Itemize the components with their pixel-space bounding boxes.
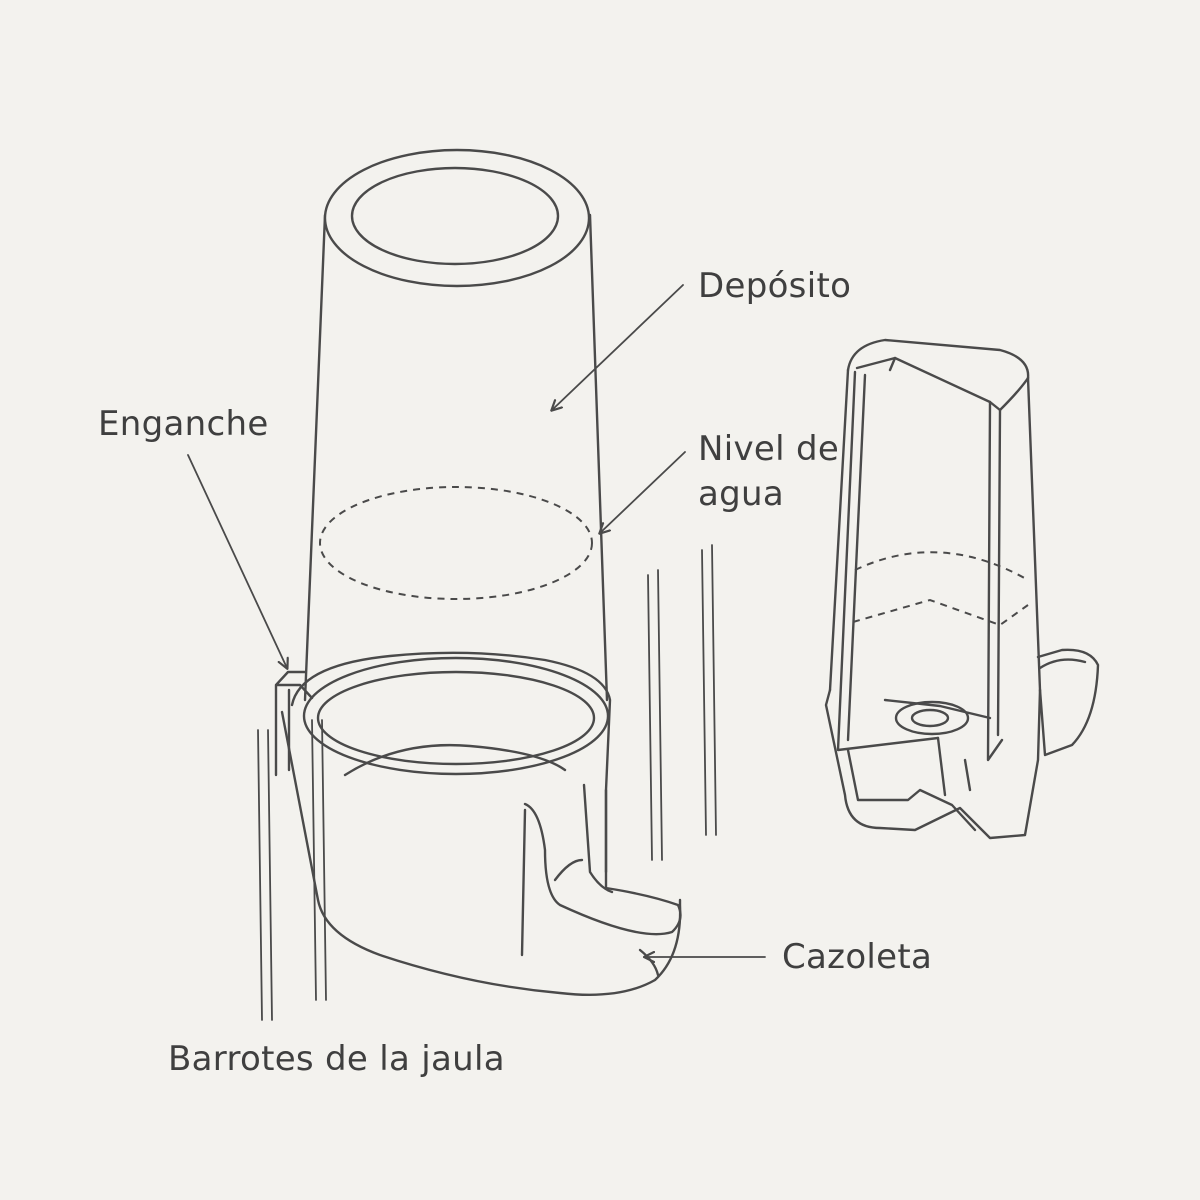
label-hook: Enganche bbox=[98, 404, 269, 444]
water-level-arrow bbox=[600, 451, 686, 533]
label-bowl: Cazoleta bbox=[782, 937, 933, 977]
label-water-level-line1: Nivel de bbox=[698, 429, 840, 469]
hook-arrow bbox=[187, 454, 287, 668]
label-reservoir: Depósito bbox=[698, 266, 852, 306]
label-cage-bars: Barrotes de la jaula bbox=[168, 1039, 505, 1079]
water-level-line bbox=[319, 486, 593, 600]
main-feeder-reservoir bbox=[303, 148, 609, 702]
leader-arrows bbox=[187, 284, 766, 957]
main-feeder-bowl bbox=[280, 651, 682, 996]
label-water-level-line2: agua bbox=[698, 474, 785, 514]
reservoir-arrow bbox=[552, 284, 684, 410]
cage-bars bbox=[257, 544, 717, 1021]
side-feeder-cutaway bbox=[824, 338, 1100, 840]
hook-clip bbox=[274, 670, 314, 777]
